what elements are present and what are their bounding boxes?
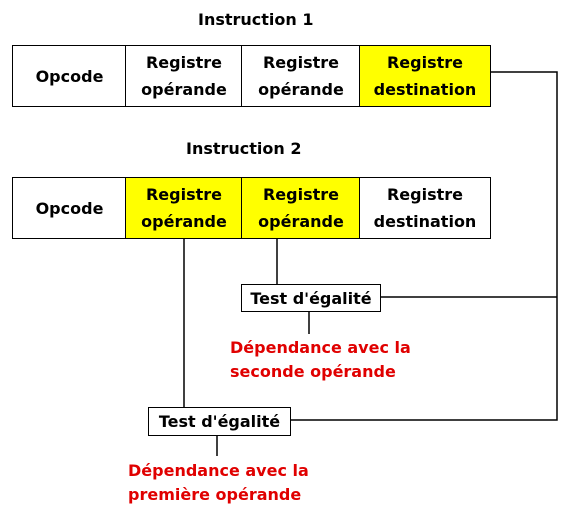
instruction-2-operand-b: Registre opérande: [241, 177, 361, 239]
instruction-1-opcode: Opcode: [12, 45, 127, 107]
equality-test-second-operand: Test d'égalité: [241, 284, 381, 312]
wire-dest-to-bus: [291, 71, 558, 421]
instruction-2-title: Instruction 2: [186, 139, 302, 158]
equality-test-first-operand: Test d'égalité: [148, 407, 291, 436]
instruction-2-destination: Registre destination: [359, 177, 491, 239]
instruction-1-destination: Registre destination: [359, 45, 491, 107]
dependency-second-operand: Dépendance avec la seconde opérande: [230, 338, 411, 381]
dependency-first-operand: Dépendance avec la première opérande: [128, 461, 309, 504]
instruction-2-opcode: Opcode: [12, 177, 127, 239]
instruction-1-operand-a: Registre opérande: [125, 45, 243, 107]
instruction-2-operand-a: Registre opérande: [125, 177, 243, 239]
instruction-1-operand-b: Registre opérande: [241, 45, 361, 107]
instruction-1-title: Instruction 1: [198, 10, 314, 29]
